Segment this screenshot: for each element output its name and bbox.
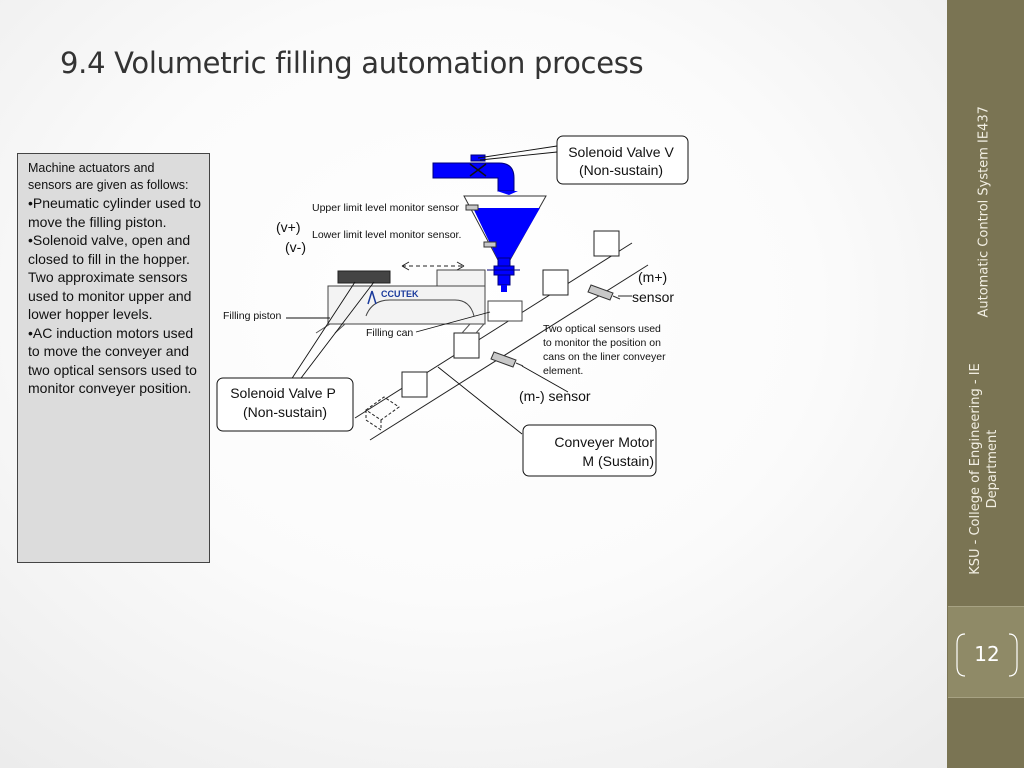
callout-valve-p-line2: (Non-sustain) [243, 404, 327, 420]
department-line2: Department [985, 429, 1000, 509]
optical-sensor-m-minus [490, 351, 524, 368]
m-minus-sensor-label: (m-) sensor [519, 388, 591, 404]
slide-title: 9.4 Volumetric filling automation proces… [60, 46, 644, 80]
v-minus-label: (v-) [285, 239, 306, 255]
optical-note-line4: element. [543, 365, 583, 377]
conveyor-slot-3 [453, 332, 480, 359]
optical-note-line3: cans on the liner conveyer [543, 351, 666, 363]
optical-note-line1: Two optical sensors used [543, 323, 661, 335]
filling-machine-body: CCUTEK [315, 261, 523, 334]
conveyor-slot-1 [593, 230, 620, 257]
callout-solenoid-valve-p [216, 377, 354, 432]
lower-sensor-label: Lower limit level monitor sensor. [312, 229, 461, 241]
conveyor-slot-4 [401, 371, 428, 398]
solenoid-valve-v [432, 154, 518, 195]
optical-note-line2: to monitor the position on [543, 337, 661, 349]
lower-level-sensor [483, 241, 497, 248]
callout-solenoid-valve-v [556, 135, 689, 185]
bullet-solenoid: •Solenoid valve, open and closed to fill… [28, 232, 192, 322]
upper-sensor-label: Upper limit level monitor sensor [312, 202, 460, 214]
filling-can-label: Filling can [366, 327, 413, 339]
actuators-info-box: Machine actuators and sensors are given … [17, 153, 210, 563]
filling-machine-diagram: CCUTEK [216, 135, 689, 477]
callout-valve-p-line1: Solenoid Valve P [230, 385, 336, 401]
outgoing-can-dashed [365, 396, 400, 431]
callout-valve-v-line1: Solenoid Valve V [568, 144, 674, 160]
callout-motor-line1: Conveyer Motor [554, 434, 654, 450]
callout-valve-v-line2: (Non-sustain) [579, 162, 663, 178]
conveyor-rail-top [354, 242, 633, 419]
conveyor-slot-2 [542, 269, 569, 296]
page-number: 12 [974, 642, 1000, 666]
v-plus-label: (v+) [276, 219, 301, 235]
accutek-logo: CCUTEK [381, 289, 419, 299]
leader-lines [286, 145, 632, 435]
m-plus-sensor-label: sensor [632, 289, 674, 305]
department-line1: KSU - College of Engineering - IE [968, 363, 983, 575]
callout-conveyer-motor [522, 424, 657, 477]
upper-level-sensor [465, 204, 479, 211]
callout-motor-line2: M (Sustain) [582, 453, 654, 469]
bullet-motors: •AC induction motors used to move the co… [28, 324, 197, 397]
filling-piston-label: Filling piston [223, 310, 282, 322]
bullet-pneumatic: •Pneumatic cylinder used to move the fil… [28, 195, 201, 230]
m-plus-label: (m+) [638, 269, 667, 285]
info-intro: Machine actuators and sensors are given … [28, 161, 189, 192]
hopper [463, 195, 547, 292]
department-label: KSU - College of Engineering - IE Depart… [967, 354, 1001, 584]
optical-sensor-m-plus [587, 284, 621, 301]
course-label: Automatic Control System IE437 [976, 106, 992, 318]
